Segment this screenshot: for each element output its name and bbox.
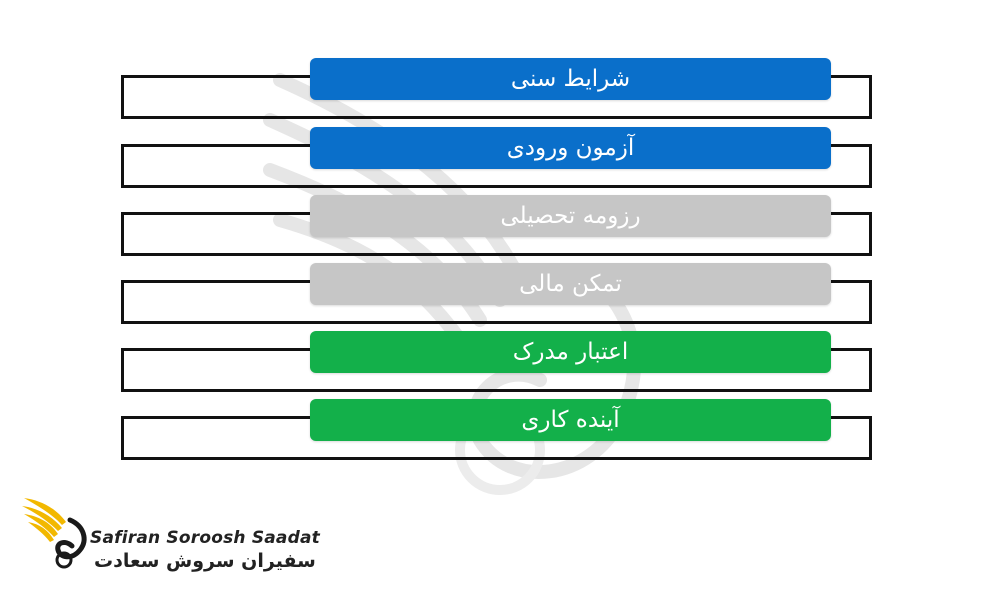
row-4: تمکن مالی: [0, 263, 1000, 327]
item-pill: آینده کاری: [310, 399, 831, 441]
brand-logo: Safiran Soroosh Saadat سفیران سروش سعادت: [22, 492, 320, 582]
row-2: آزمون ورودی: [0, 127, 1000, 191]
item-pill: تمکن مالی: [310, 263, 831, 305]
swan-logo-icon: [22, 498, 87, 569]
item-pill: رزومه تحصیلی: [310, 195, 831, 237]
brand-name-fa: سفیران سروش سعادت: [94, 550, 316, 572]
row-5: اعتبار مدرک: [0, 331, 1000, 395]
row-3: رزومه تحصیلی: [0, 195, 1000, 259]
row-6: آینده کاری: [0, 399, 1000, 463]
item-pill: اعتبار مدرک: [310, 331, 831, 373]
brand-name-en: Safiran Soroosh Saadat: [90, 528, 320, 548]
item-pill: آزمون ورودی: [310, 127, 831, 169]
item-pill: شرایط سنی: [310, 58, 831, 100]
row-1: شرایط سنی: [0, 58, 1000, 122]
